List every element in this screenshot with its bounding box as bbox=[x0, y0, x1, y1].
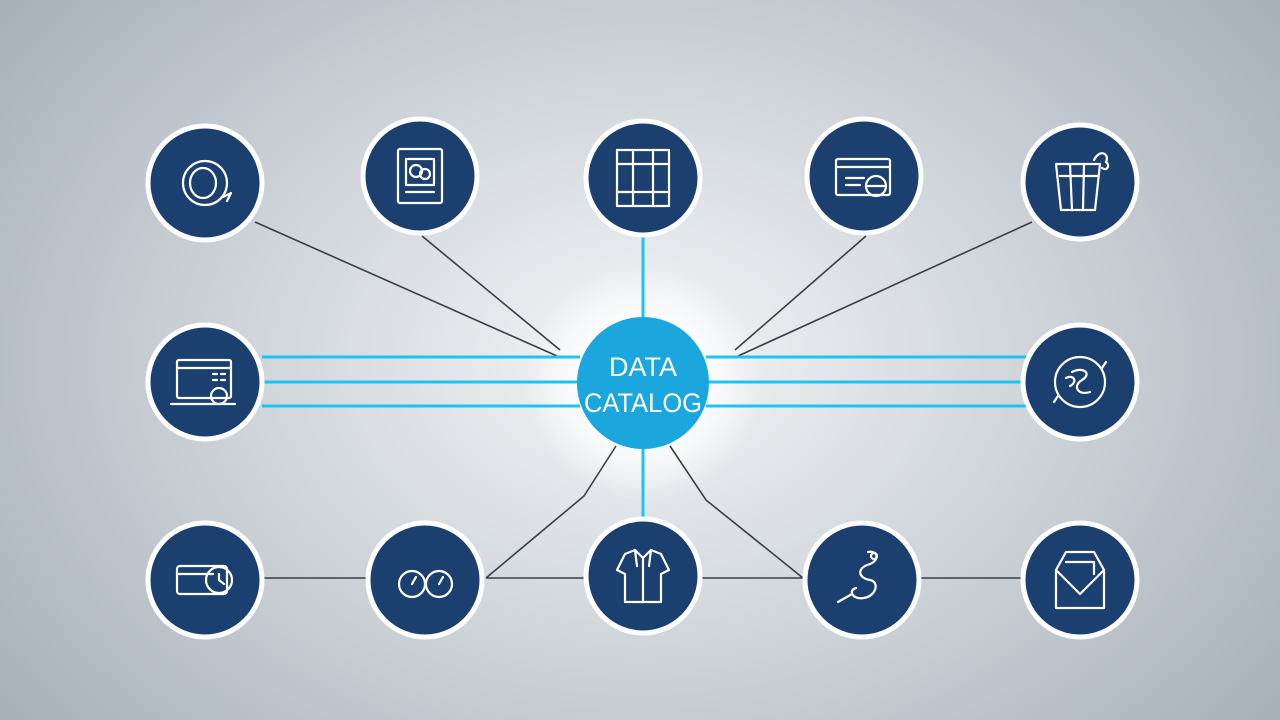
node-top-3 bbox=[583, 118, 703, 238]
link-top-2 bbox=[421, 235, 561, 351]
node-top-1 bbox=[145, 123, 265, 243]
node-top-2 bbox=[360, 116, 480, 236]
data-bucket-icon bbox=[1054, 152, 1110, 212]
node-top-5 bbox=[1020, 122, 1140, 242]
links bbox=[254, 221, 1033, 579]
card-clock-icon bbox=[175, 564, 234, 596]
refresh-circle-icon bbox=[181, 159, 233, 207]
node-bottom-4 bbox=[802, 520, 922, 640]
node-top-4 bbox=[804, 116, 924, 236]
link-top-1 bbox=[254, 221, 558, 357]
node-bottom-2 bbox=[365, 520, 485, 640]
dollar-flow-icon bbox=[836, 550, 879, 604]
link-top-4 bbox=[734, 235, 867, 351]
hub-line-1: DATA bbox=[609, 352, 677, 382]
document-chart-icon bbox=[396, 147, 444, 205]
node-bottom-3 bbox=[583, 516, 703, 636]
node-mid-right bbox=[1020, 322, 1140, 442]
node-bottom-1 bbox=[145, 520, 265, 640]
table-grid-icon bbox=[615, 148, 671, 208]
hub-node: DATA CATALOG bbox=[577, 317, 709, 449]
shirt-icon bbox=[615, 548, 671, 604]
browser-window-icon bbox=[834, 157, 892, 198]
link-bottom-4 bbox=[669, 445, 804, 579]
envelope-shield-icon bbox=[1054, 550, 1106, 610]
link-top-5 bbox=[737, 221, 1033, 357]
gauges-icon bbox=[397, 569, 454, 599]
sync-arrows-icon bbox=[1052, 355, 1108, 409]
node-mid-left bbox=[145, 322, 265, 442]
node-bottom-5 bbox=[1020, 520, 1140, 640]
laptop-analytics-icon bbox=[169, 358, 237, 406]
hub-line-2: CATALOG bbox=[584, 388, 702, 418]
link-bottom-2 bbox=[485, 445, 617, 579]
